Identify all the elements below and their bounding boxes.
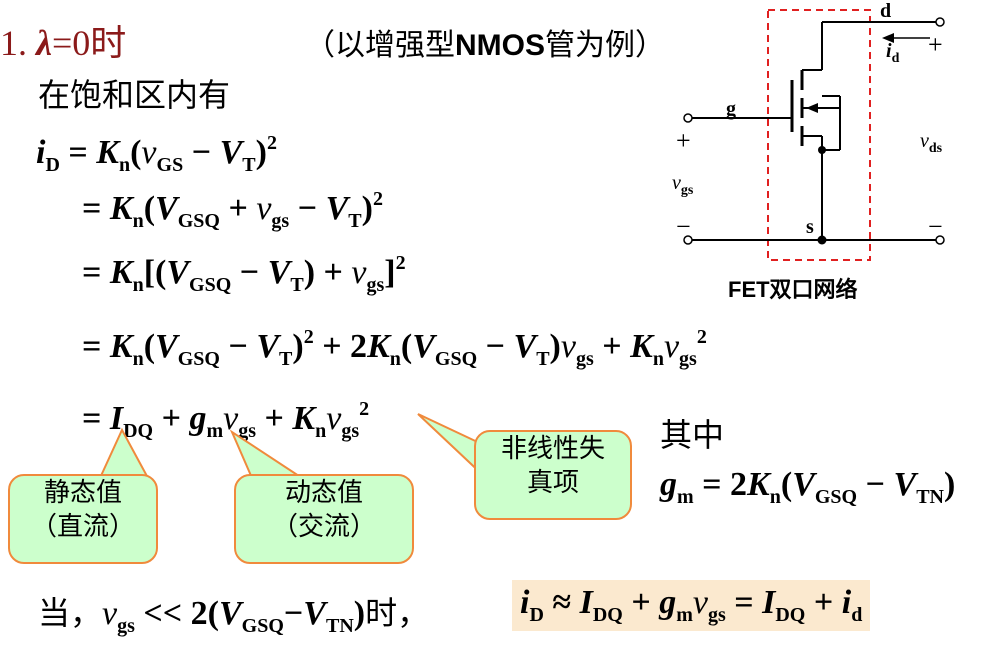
gm-definition: gm = 2Kn(VGSQ − VTN) — [660, 466, 956, 508]
equation-line-2: = Kn(VGSQ + vgs − VT)2 — [82, 188, 383, 232]
where-label: 其中 — [660, 416, 725, 454]
gate-terminal — [683, 113, 693, 123]
equation-line-3: = Kn[(VGSQ − VT) + vgs]2 — [82, 252, 406, 296]
equation-line-1: iD = Kn(vGS − VT)2 — [36, 132, 277, 176]
source-label: s — [806, 216, 814, 238]
equation-line-4: = Kn(VGSQ − VT)2 + 2Kn(VGSQ − VT)vgs + K… — [82, 326, 707, 370]
equation-line-5: = IDQ + gmvgs + Knvgs2 — [82, 398, 370, 442]
condition-line: 当，vgs << 2(VGSQ−VTN)时， — [38, 594, 430, 637]
vgs-label: vgs — [672, 172, 694, 198]
fet-two-port-diagram — [683, 9, 945, 261]
dashed-box — [767, 9, 871, 261]
source-node — [817, 235, 827, 245]
nonlinear-distortion-bubble: 非线性失真项 — [474, 430, 632, 520]
section-title: 1. λ=0时 — [0, 23, 127, 63]
dynamic-value-bubble: 动态值（交流） — [234, 474, 414, 564]
id-label: id — [886, 40, 900, 66]
diagram-caption: FET双口网络 — [728, 277, 858, 302]
gate-minus: − — [676, 212, 691, 241]
drain-minus: − — [928, 212, 943, 241]
static-value-bubble: 静态值（直流） — [8, 474, 158, 564]
gate-plus: + — [676, 126, 691, 155]
vds-label: vds — [920, 130, 943, 156]
nmos-note: （以增强型NMOS管为例） — [305, 28, 665, 63]
saturation-subtitle: 在饱和区内有 — [38, 76, 231, 114]
gate-label: g — [726, 98, 736, 120]
small-signal-approx: iD ≈ IDQ + gmvgs = IDQ + id — [512, 580, 871, 631]
drain-plus: + — [928, 30, 943, 59]
drain-label: d — [880, 0, 892, 22]
drain-terminal — [935, 17, 945, 27]
